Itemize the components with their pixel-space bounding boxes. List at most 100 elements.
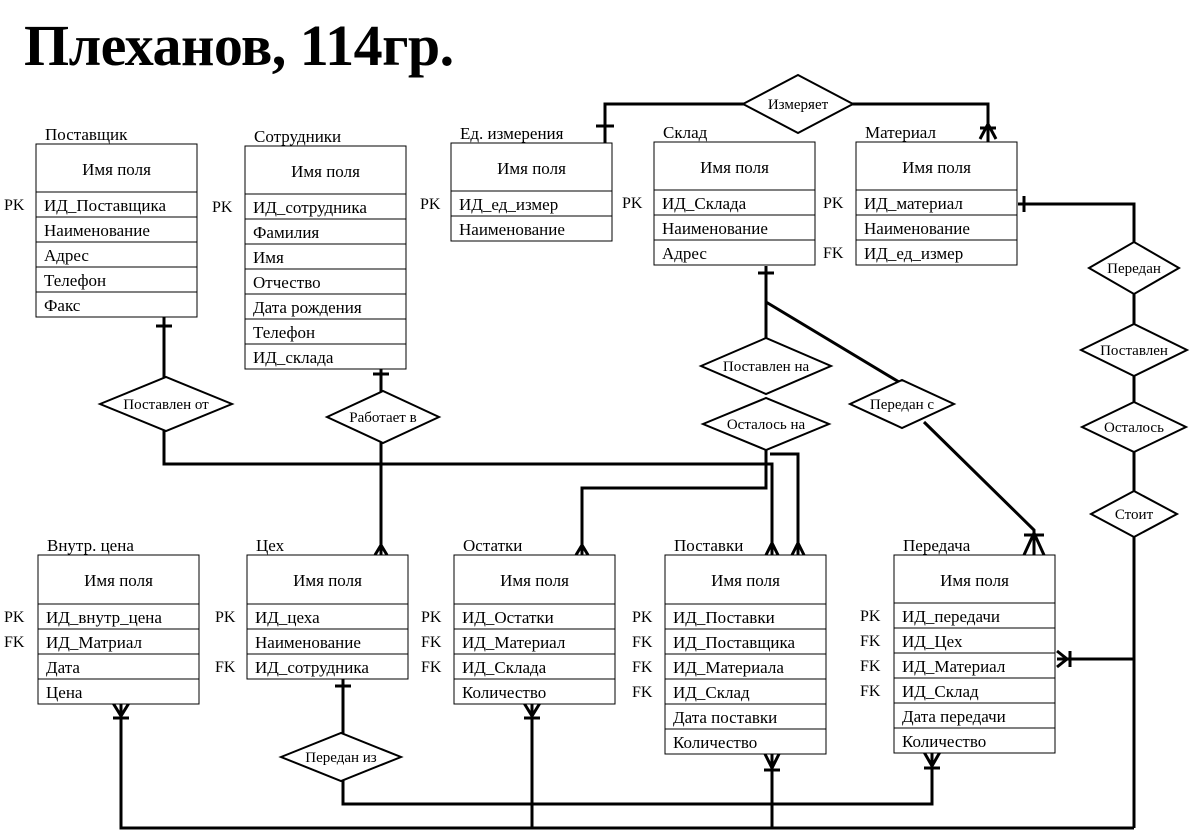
relationship-label: Поставлен на <box>723 359 810 375</box>
entity-field: ИД_передачи <box>902 607 1000 626</box>
relationship-transferred-from-wh: Передан с <box>847 378 957 430</box>
relationship-mat-supplied: Поставлен <box>1078 322 1190 378</box>
entity-title: Склад <box>663 123 708 142</box>
entity-title: Внутр. цена <box>47 536 134 555</box>
entity-title: Поставщик <box>45 125 128 144</box>
relationship-label: Поставлен <box>1100 343 1168 359</box>
entity-header: Имя поля <box>291 162 360 181</box>
key-marker: PK <box>4 197 25 214</box>
relationship-diamond <box>740 73 856 135</box>
entity-field: Дата рождения <box>253 298 362 317</box>
entity-field: Имя <box>253 248 284 267</box>
relationship-diamond <box>324 389 442 445</box>
relationship-transferred-from: Передан из <box>278 731 404 783</box>
entity-field: Телефон <box>253 323 315 342</box>
entity-field: ИД_Материала <box>673 658 784 677</box>
relationship-diamond <box>278 731 404 783</box>
relationship-remained-at: Осталось на <box>700 396 832 452</box>
entity-title: Передача <box>903 536 971 555</box>
entity-field: Наименование <box>255 633 361 652</box>
entity-field: Факс <box>44 296 81 315</box>
entity-field: ИД_Материал <box>462 633 566 652</box>
relationship-supplied-to: Поставлен на <box>698 336 834 396</box>
entity-field: Количество <box>673 733 757 752</box>
entity-field: ИД_Поставки <box>673 608 775 627</box>
connector-lines <box>111 102 1136 830</box>
entity-title: Ед. измерения <box>460 124 564 143</box>
key-marker: FK <box>4 634 25 651</box>
key-marker: FK <box>632 634 653 651</box>
relationship-mat-costs: Стоит <box>1088 489 1180 539</box>
key-marker: FK <box>823 245 844 262</box>
connector-remained-deliveries <box>770 452 800 555</box>
connector-material-trunk <box>1018 202 1136 828</box>
key-marker: PK <box>4 609 25 626</box>
entity-header: Имя поля <box>700 158 769 177</box>
many-mark <box>522 702 542 719</box>
relationship-label: Передан <box>1107 261 1161 277</box>
entity-field: ИД_Поставщика <box>44 196 167 215</box>
entity-field: ИД_Склад <box>673 683 750 702</box>
entity-header: Имя поля <box>84 571 153 590</box>
entity-field: ИД_сотрудника <box>253 198 367 217</box>
key-marker: FK <box>632 659 653 676</box>
key-marker: FK <box>860 658 881 675</box>
entity-field: ИД_внутр_цена <box>46 608 162 627</box>
entity-field: Дата <box>46 658 80 677</box>
relationship-diamond <box>1079 400 1189 454</box>
relationship-works-in: Работает в <box>324 389 442 445</box>
key-marker: PK <box>212 199 233 216</box>
entity-field: ИД_Поставщика <box>673 633 796 652</box>
many-mark <box>574 542 590 556</box>
relationship-label: Передан из <box>305 750 377 766</box>
many-mark <box>373 542 389 556</box>
entity-field: ИД_сотрудника <box>255 658 369 677</box>
relationship-diamond <box>698 336 834 396</box>
entity-header: Имя поля <box>711 571 780 590</box>
relationship-diamond <box>700 396 832 452</box>
entity-field: ИД_цеха <box>255 608 320 627</box>
entity-header: Имя поля <box>902 158 971 177</box>
many-mark <box>1022 529 1046 556</box>
relationship-mat-remained: Осталось <box>1079 400 1189 454</box>
entity-field: ИД_материал <box>864 194 963 213</box>
entity-field: Цена <box>46 683 83 702</box>
key-marker: PK <box>860 608 881 625</box>
entity-field: ИД_Остатки <box>462 608 554 627</box>
relationship-diamond <box>1087 240 1181 296</box>
key-marker: PK <box>632 609 653 626</box>
entity-field: Наименование <box>864 219 970 238</box>
relationship-measures: Измеряет <box>740 73 856 135</box>
entity-field: Наименование <box>662 219 768 238</box>
many-mark <box>111 702 131 719</box>
entity-field: ИД_Склада <box>462 658 547 677</box>
entity-field: Отчество <box>253 273 321 292</box>
relationship-diamond <box>1078 322 1190 378</box>
relationship-diamond <box>1088 489 1180 539</box>
entity-title: Сотрудники <box>254 127 341 146</box>
key-marker: PK <box>823 195 844 212</box>
entity-header: Имя поля <box>940 571 1009 590</box>
key-marker: FK <box>860 633 881 650</box>
connector-warehouse-transfer <box>765 300 905 387</box>
entity-field: Количество <box>462 683 546 702</box>
entity-title: Остатки <box>463 536 522 555</box>
relationship-label: Стоит <box>1115 507 1154 523</box>
relationship-label: Измеряет <box>768 97 829 113</box>
relationship-label: Осталось <box>1104 420 1164 436</box>
entity-field: Количество <box>902 732 986 751</box>
relationship-label: Поставлен от <box>123 397 209 413</box>
entity-field: Адрес <box>662 244 707 263</box>
key-marker: FK <box>421 634 442 651</box>
many-mark <box>762 751 782 772</box>
entity-title: Материал <box>865 123 936 142</box>
